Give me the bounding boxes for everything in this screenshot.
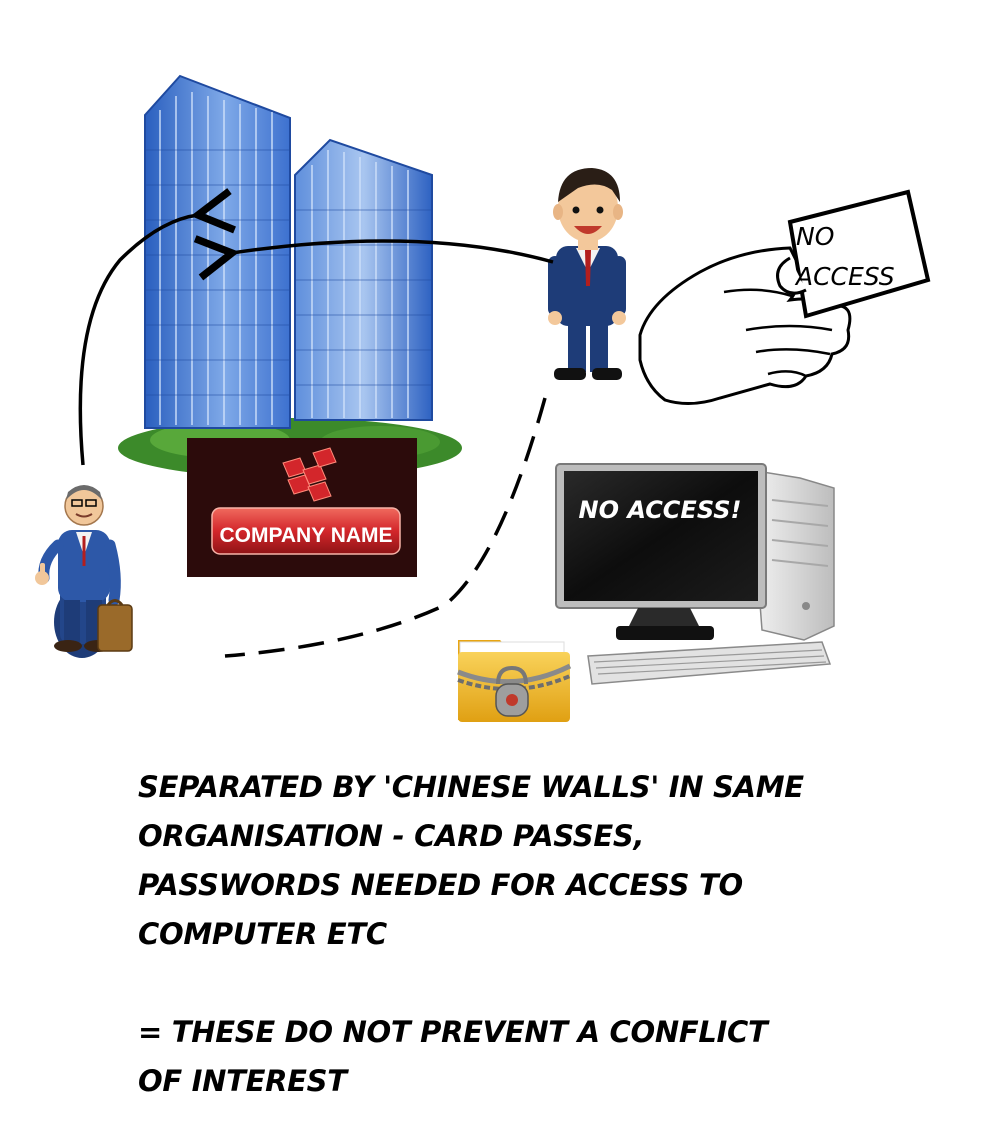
access-arrows [78, 188, 554, 658]
dashed-separation-line [224, 397, 547, 658]
caption-line: PASSWORDS NEEDED FOR ACCESS TO [138, 868, 743, 902]
caption-line: COMPUTER ETC [138, 917, 387, 951]
conclusion-line: OF INTEREST [138, 1064, 347, 1098]
employee-icon [548, 168, 626, 380]
conclusion-line: = THESE DO NOT PREVENT A CONFLICT [138, 1015, 768, 1049]
desktop-computer-icon [555, 463, 835, 685]
hand-holding-card-icon [638, 189, 931, 405]
caption-line: SEPARATED BY 'CHINESE WALLS' IN SAME [138, 770, 804, 804]
office-towers-icon [118, 74, 462, 478]
businessman-icon [35, 485, 133, 658]
businessman-to-building-arrow [78, 188, 236, 466]
card-label-line2: ACCESS [794, 262, 895, 291]
monitor-message: NO ACCESS! [579, 496, 742, 524]
employee-to-building-arrow [193, 235, 554, 281]
company-logo-icon [187, 438, 417, 577]
card-label-line1: NO [796, 222, 834, 251]
conclusion-block: = THESE DO NOT PREVENT A CONFLICT OF INT… [138, 1008, 768, 1106]
caption-line: ORGANISATION - CARD PASSES, [138, 819, 645, 853]
locked-folder-icon [457, 640, 572, 722]
caption-block: SEPARATED BY 'CHINESE WALLS' IN SAME ORG… [138, 763, 804, 959]
company-name-label: COMPANY NAME [219, 524, 392, 547]
